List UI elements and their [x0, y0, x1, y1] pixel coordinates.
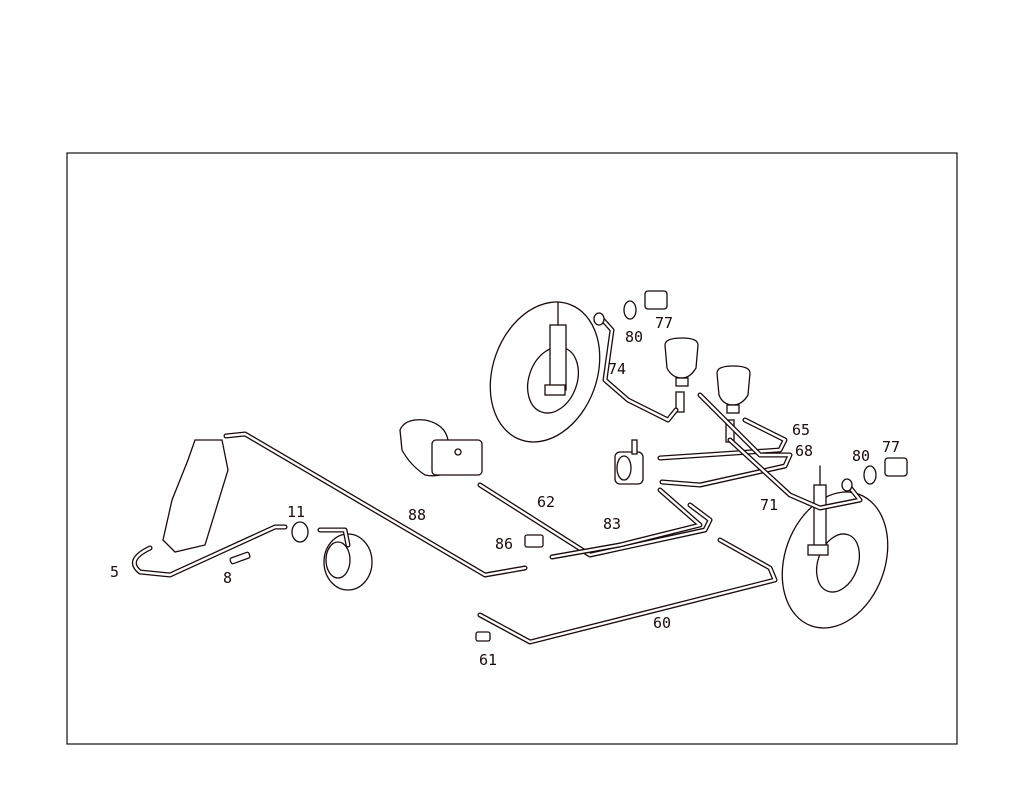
- label-11: 11: [287, 503, 305, 521]
- brake-booster: [399, 419, 483, 477]
- label-8: 8: [223, 569, 232, 587]
- diagram-frame: [66, 152, 958, 745]
- label-83: 83: [603, 515, 621, 533]
- brake-fluid-reservoir-1: [664, 337, 699, 413]
- brake-disc-right: [781, 465, 889, 629]
- brake-pipes: [131, 317, 863, 645]
- label-61: 61: [479, 651, 497, 669]
- brake-fluid-reservoir-2: [716, 365, 751, 443]
- brake-disc-left: [489, 301, 601, 443]
- label-88: 88: [408, 506, 426, 524]
- label-77: 77: [882, 438, 900, 456]
- label-68: 68: [795, 442, 813, 460]
- label-80: 80: [852, 447, 870, 465]
- label-86: 86: [495, 535, 513, 553]
- label-77: 77: [655, 314, 673, 332]
- label-74: 74: [608, 360, 626, 378]
- label-5: 5: [110, 563, 119, 581]
- pump-unit: [317, 527, 373, 591]
- label-80: 80: [625, 328, 643, 346]
- label-62: 62: [537, 493, 555, 511]
- label-71: 71: [760, 496, 778, 514]
- fluid-tank: [162, 439, 229, 553]
- label-60: 60: [653, 614, 671, 632]
- brake-distributor-valve: [614, 439, 644, 485]
- small-fittings: [229, 290, 908, 642]
- label-65: 65: [792, 421, 810, 439]
- part-labels: 77 80 74 65 68 80 77 71 62 83 88 86 11 5…: [110, 314, 900, 669]
